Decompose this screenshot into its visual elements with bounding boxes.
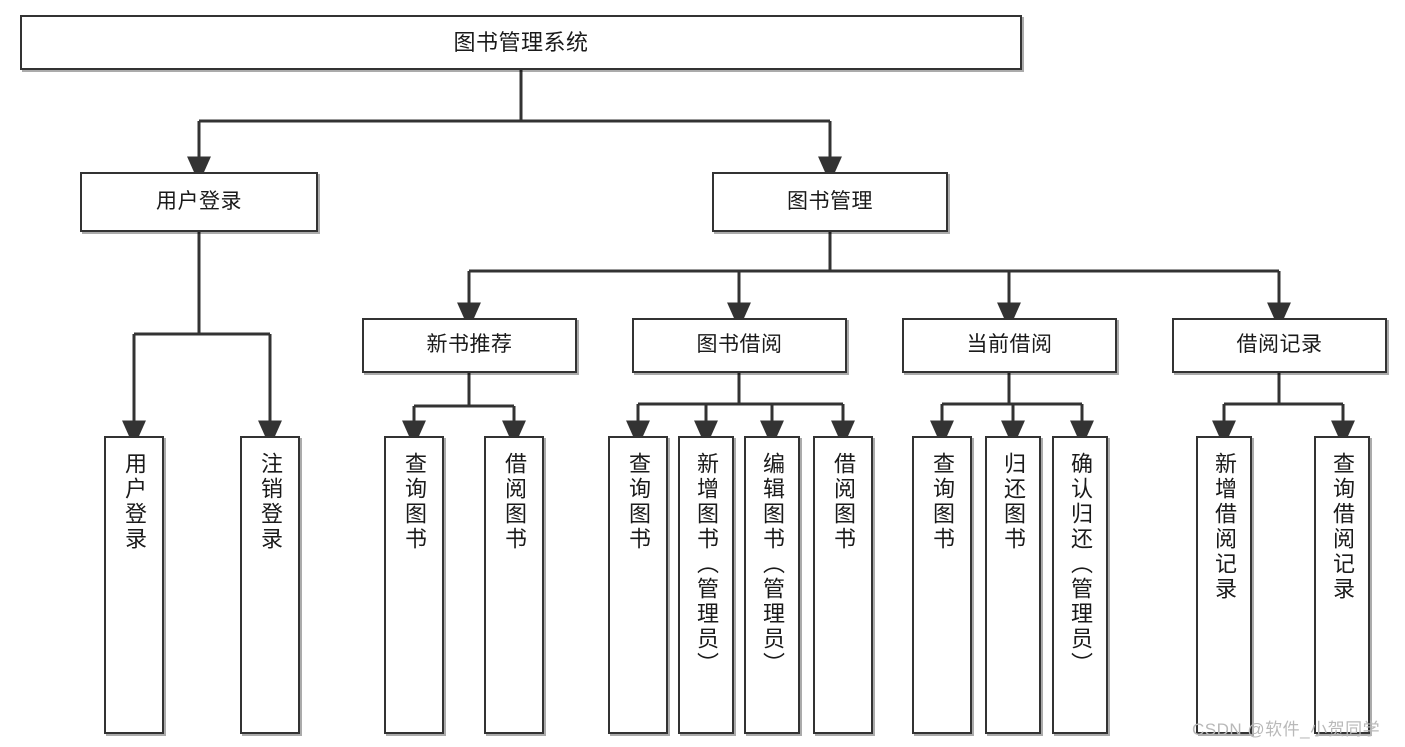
node-leaf-add-book[interactable]: 新增图书（管理员） xyxy=(678,436,734,734)
node-borrow-record[interactable]: 借阅记录 xyxy=(1172,318,1387,373)
node-leaf-add-book-label: 新增图书（管理员） xyxy=(694,452,719,677)
node-leaf-borrow-book-1-label: 借阅图书 xyxy=(502,452,527,552)
node-leaf-query-book-1[interactable]: 查询图书 xyxy=(384,436,444,734)
node-leaf-query-book-2[interactable]: 查询图书 xyxy=(608,436,668,734)
node-book-manage-label: 图书管理 xyxy=(787,189,873,213)
node-leaf-return-book[interactable]: 归还图书 xyxy=(985,436,1041,734)
node-leaf-borrow-book-2-label: 借阅图书 xyxy=(831,452,856,552)
node-user-login[interactable]: 用户登录 xyxy=(80,172,318,232)
node-leaf-query-book-3[interactable]: 查询图书 xyxy=(912,436,972,734)
node-leaf-borrow-book-1[interactable]: 借阅图书 xyxy=(484,436,544,734)
node-root[interactable]: 图书管理系统 xyxy=(20,15,1022,70)
node-borrow-record-label: 借阅记录 xyxy=(1236,333,1323,357)
node-leaf-logout[interactable]: 注销登录 xyxy=(240,436,300,734)
node-leaf-borrow-book-2[interactable]: 借阅图书 xyxy=(813,436,873,734)
node-leaf-query-book-3-label: 查询图书 xyxy=(930,452,955,552)
node-leaf-edit-book[interactable]: 编辑图书（管理员） xyxy=(744,436,800,734)
node-leaf-query-book-2-label: 查询图书 xyxy=(626,452,651,552)
csdn-watermark: CSDN @软件_小贺同学 xyxy=(1192,720,1381,739)
node-root-label: 图书管理系统 xyxy=(453,29,589,55)
node-leaf-confirm-return[interactable]: 确认归还（管理员） xyxy=(1052,436,1108,734)
node-leaf-add-record[interactable]: 新增借阅记录 xyxy=(1196,436,1252,734)
node-leaf-user-login-label: 用户登录 xyxy=(122,452,147,552)
node-leaf-query-record[interactable]: 查询借阅记录 xyxy=(1314,436,1370,734)
node-current-borrow-label: 当前借阅 xyxy=(966,333,1053,357)
node-leaf-user-login[interactable]: 用户登录 xyxy=(104,436,164,734)
node-leaf-edit-book-label: 编辑图书（管理员） xyxy=(760,452,785,677)
node-leaf-confirm-return-label: 确认归还（管理员） xyxy=(1068,452,1093,677)
node-new-book-recommend-label: 新书推荐 xyxy=(426,333,513,357)
node-current-borrow[interactable]: 当前借阅 xyxy=(902,318,1117,373)
node-leaf-add-record-label: 新增借阅记录 xyxy=(1212,452,1237,602)
node-book-borrow-label: 图书借阅 xyxy=(696,333,783,357)
node-leaf-return-book-label: 归还图书 xyxy=(1001,452,1026,552)
node-leaf-query-book-1-label: 查询图书 xyxy=(402,452,427,552)
node-book-borrow[interactable]: 图书借阅 xyxy=(632,318,847,373)
node-leaf-logout-label: 注销登录 xyxy=(258,452,283,552)
node-book-manage[interactable]: 图书管理 xyxy=(712,172,948,232)
node-user-login-label: 用户登录 xyxy=(156,189,242,213)
node-new-book-recommend[interactable]: 新书推荐 xyxy=(362,318,577,373)
node-leaf-query-record-label: 查询借阅记录 xyxy=(1330,452,1355,602)
